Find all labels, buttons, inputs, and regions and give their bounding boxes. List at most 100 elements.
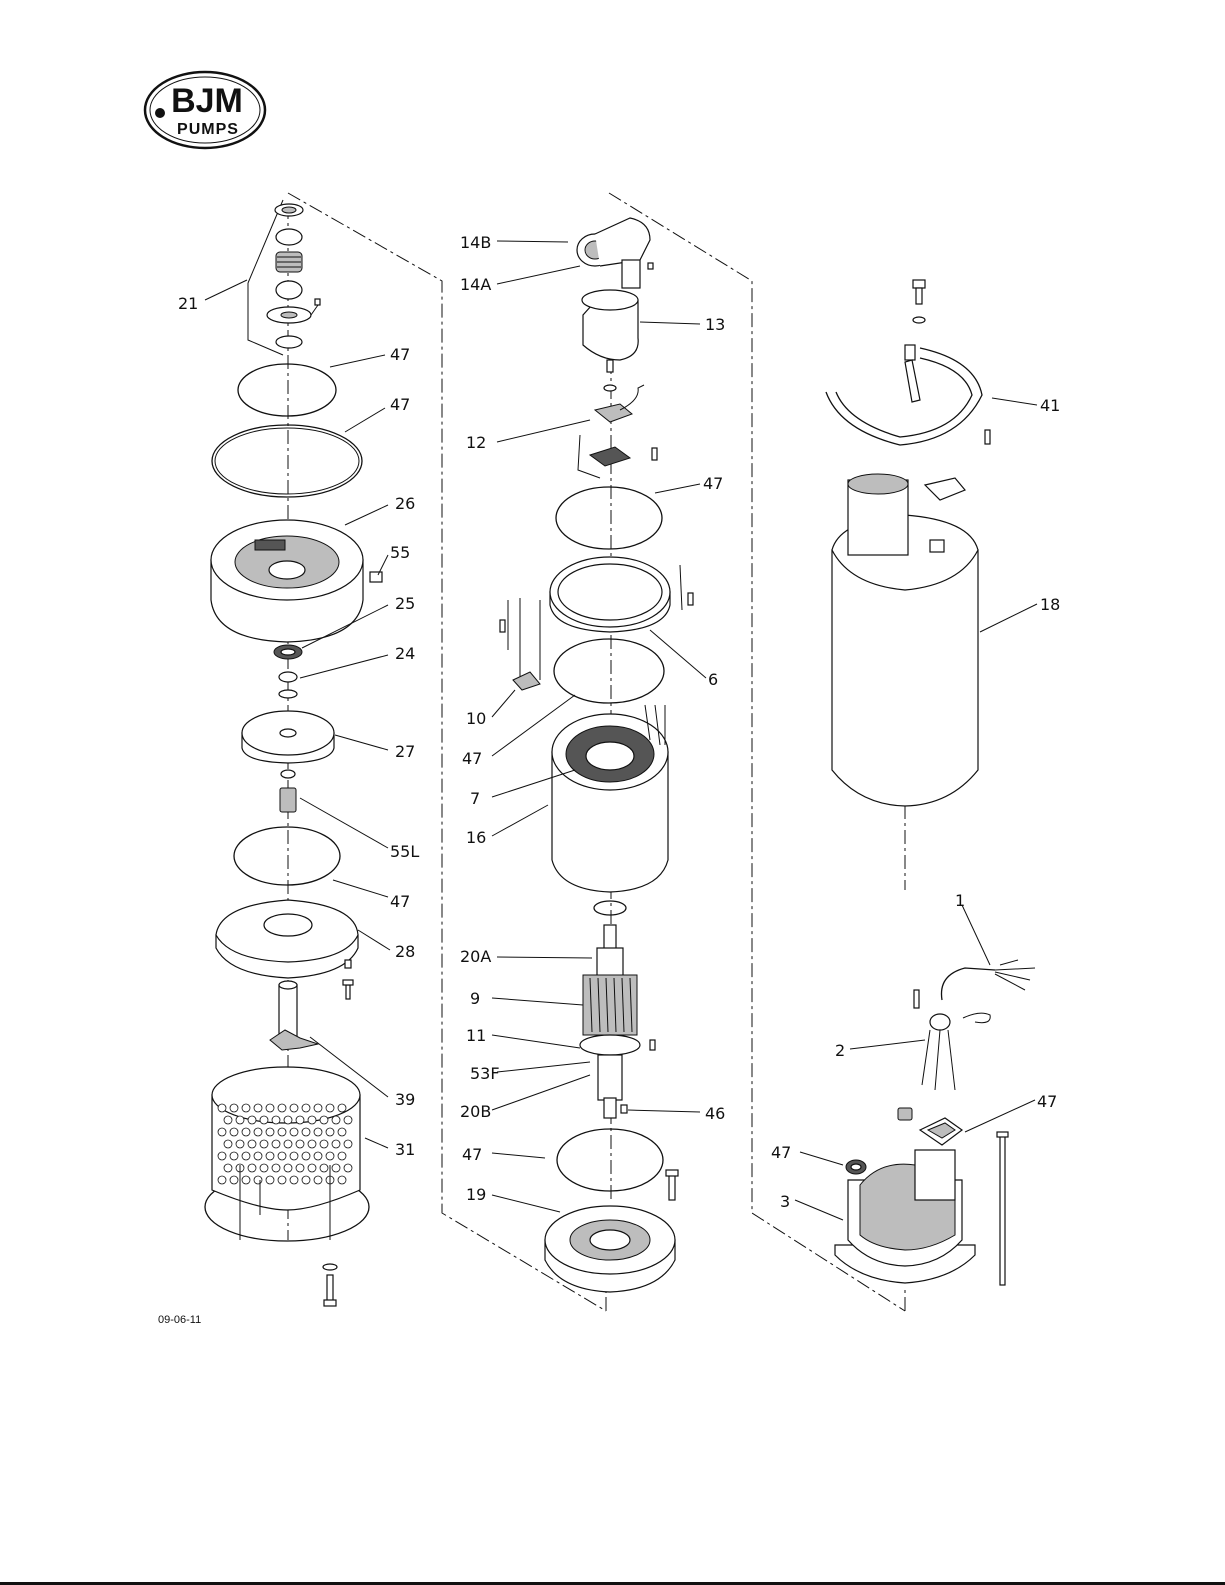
strainer-hole <box>326 1104 334 1112</box>
callout-47-seal: 47 <box>771 1143 791 1162</box>
strainer-hole <box>224 1164 232 1172</box>
thermal-switch-12 <box>578 360 657 478</box>
strainer-hole <box>290 1128 298 1136</box>
callout-14A: 14A <box>460 275 491 294</box>
callout-7: 7 <box>470 789 480 808</box>
callout-47-centre: 47 <box>462 749 482 768</box>
strainer-hole <box>344 1140 352 1148</box>
strainer-hole <box>254 1104 262 1112</box>
mechanical-seal-kit <box>248 200 320 355</box>
strainer-hole <box>218 1152 226 1160</box>
callout-55: 55 <box>390 543 410 562</box>
strainer-hole <box>344 1116 352 1124</box>
strainer-hole <box>338 1176 346 1184</box>
strainer-hole <box>308 1164 316 1172</box>
stator-housing-16 <box>552 705 668 892</box>
callout-31: 31 <box>395 1140 415 1159</box>
o-ring-47-centre-lower <box>557 1129 663 1191</box>
strainer-hole <box>248 1140 256 1148</box>
pump-casing-26 <box>211 520 382 642</box>
strainer-hole <box>296 1164 304 1172</box>
strainer-hole <box>314 1152 322 1160</box>
strainer-hole <box>242 1128 250 1136</box>
strainer-hole <box>242 1104 250 1112</box>
strainer-hole <box>272 1164 280 1172</box>
callout-10: 10 <box>466 709 486 728</box>
strainer-hole <box>284 1164 292 1172</box>
callout-47-large: 47 <box>390 395 410 414</box>
strainer-hole <box>278 1104 286 1112</box>
strainer-hole <box>326 1128 334 1136</box>
callout-47-centre-upper: 47 <box>703 474 723 493</box>
power-cable-1 <box>941 960 1035 1000</box>
callout-53F: 53F <box>470 1064 500 1083</box>
strainer-hole <box>332 1116 340 1124</box>
strainer-hole <box>230 1176 238 1184</box>
strainer-hole <box>278 1152 286 1160</box>
strainer-hole <box>320 1116 328 1124</box>
cable-entry-2 <box>914 990 990 1090</box>
strainer-hole <box>272 1140 280 1148</box>
callout-11: 11 <box>466 1026 486 1045</box>
strainer-hole <box>218 1104 226 1112</box>
callout-3: 3 <box>780 1192 790 1211</box>
strainer-hole <box>290 1152 298 1160</box>
logo-text-pumps: PUMPS <box>177 121 239 138</box>
strainer-hole <box>218 1176 226 1184</box>
strainer-hole <box>314 1128 322 1136</box>
callout-28: 28 <box>395 942 415 961</box>
strainer-hole <box>278 1176 286 1184</box>
strainer-hole <box>224 1140 232 1148</box>
strainer-hole <box>308 1140 316 1148</box>
callout-26: 26 <box>395 494 415 513</box>
cap-13 <box>582 290 638 360</box>
callout-24: 24 <box>395 644 415 663</box>
strainer-hole <box>278 1128 286 1136</box>
callout-47-upper: 47 <box>390 345 410 364</box>
strainer-hole <box>230 1152 238 1160</box>
strainer-hole <box>332 1164 340 1172</box>
callout-18: 18 <box>1040 595 1060 614</box>
strainer-hole <box>296 1140 304 1148</box>
callout-41: 41 <box>1040 396 1060 415</box>
strainer-31 <box>205 1067 369 1241</box>
strainer-hole <box>302 1104 310 1112</box>
strainer-hole <box>242 1176 250 1184</box>
o-ring-small <box>594 901 626 915</box>
strainer-hole <box>260 1116 268 1124</box>
strainer-hole <box>230 1104 238 1112</box>
callout-14B: 14B <box>460 233 491 252</box>
strainer-hole <box>266 1104 274 1112</box>
strainer-hole <box>236 1116 244 1124</box>
lifting-bolt <box>913 280 925 323</box>
strainer-hole <box>314 1176 322 1184</box>
strainer-hole <box>260 1164 268 1172</box>
strainer-hole <box>338 1152 346 1160</box>
base-3 <box>835 1132 1008 1285</box>
callout-19: 19 <box>466 1185 486 1204</box>
strainer-hole <box>230 1128 238 1136</box>
agitator-39 <box>270 981 318 1050</box>
strainer-hole <box>332 1140 340 1148</box>
strainer-hole <box>320 1164 328 1172</box>
callout-12: 12 <box>466 433 486 452</box>
strainer-hole <box>302 1176 310 1184</box>
callout-20A: 20A <box>460 947 491 966</box>
strainer-hole <box>224 1116 232 1124</box>
callout-1: 1 <box>955 891 965 910</box>
o-ring-47-centre <box>554 639 664 703</box>
strainer-hole <box>284 1140 292 1148</box>
callout-47-lower: 47 <box>390 892 410 911</box>
o-ring-47-centre-upper <box>556 487 662 549</box>
callout-25: 25 <box>395 594 415 613</box>
cable-lead-10 <box>500 598 540 690</box>
strainer-hole <box>308 1116 316 1124</box>
callout-20B: 20B <box>460 1102 491 1121</box>
strainer-hole <box>218 1128 226 1136</box>
o-ring-47-upper <box>238 364 336 416</box>
callout-27: 27 <box>395 742 415 761</box>
strainer-hole <box>344 1164 352 1172</box>
o-ring-47-large-inner <box>215 428 359 494</box>
callout-6: 6 <box>708 670 718 689</box>
